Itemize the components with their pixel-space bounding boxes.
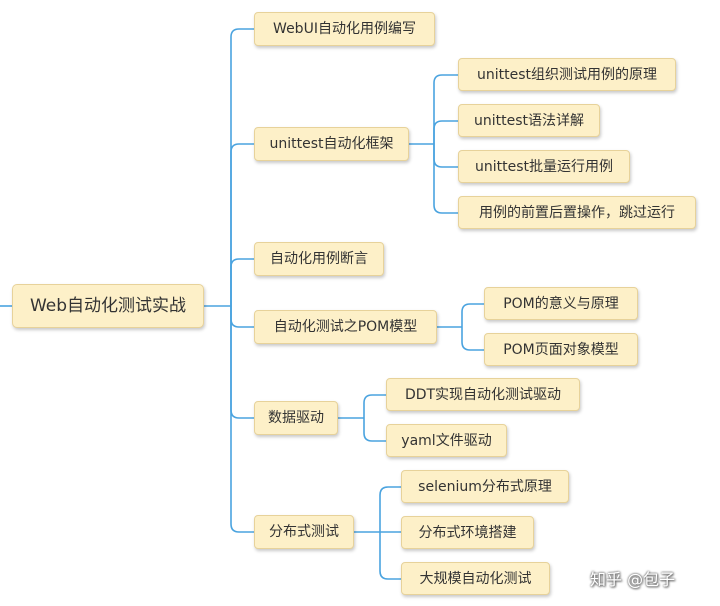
unittest-link-2 bbox=[433, 144, 458, 168]
root-link-2 bbox=[230, 258, 254, 306]
watermark-text: 知乎 @包子 bbox=[590, 570, 676, 589]
root-link-3 bbox=[230, 306, 254, 328]
distributed-link-0 bbox=[379, 486, 401, 532]
leaf-node-unittest-principle[interactable]: unittest组织测试用例的原理 bbox=[458, 58, 676, 91]
branch-node-assertion[interactable]: 自动化用例断言 bbox=[254, 242, 384, 276]
leaf-node-env-setup[interactable]: 分布式环境搭建 bbox=[401, 516, 534, 549]
leaf-node-ddt[interactable]: DDT实现自动化测试驱动 bbox=[386, 378, 580, 411]
data-driven-link-0 bbox=[363, 394, 386, 418]
root-link-0 bbox=[230, 28, 254, 306]
unittest-link-0 bbox=[433, 74, 458, 144]
pom-link-0 bbox=[461, 303, 484, 327]
distributed-link-2 bbox=[379, 532, 401, 580]
branch-node-webui[interactable]: WebUI自动化用例编写 bbox=[254, 12, 435, 46]
leaf-node-pom-principle[interactable]: POM的意义与原理 bbox=[484, 287, 638, 320]
leaf-node-pom-page-object[interactable]: POM页面对象模型 bbox=[484, 333, 638, 366]
root-link-5 bbox=[230, 306, 254, 533]
leaf-node-selenium-distributed[interactable]: selenium分布式原理 bbox=[401, 470, 569, 503]
root-link-4 bbox=[230, 306, 254, 419]
branch-node-distributed[interactable]: 分布式测试 bbox=[254, 515, 354, 549]
leaf-node-large-scale[interactable]: 大规模自动化测试 bbox=[401, 562, 550, 595]
leaf-node-unittest-syntax[interactable]: unittest语法详解 bbox=[458, 104, 600, 137]
branch-node-pom[interactable]: 自动化测试之POM模型 bbox=[254, 310, 437, 344]
leaf-node-yaml-driven[interactable]: yaml文件驱动 bbox=[386, 424, 507, 457]
leaf-node-setup-teardown-skip[interactable]: 用例的前置后置操作，跳过运行 bbox=[458, 196, 696, 229]
branch-node-data-driven[interactable]: 数据驱动 bbox=[254, 401, 338, 435]
root-link-1 bbox=[230, 143, 254, 306]
unittest-link-1 bbox=[433, 120, 458, 144]
root-node[interactable]: Web自动化测试实战 bbox=[12, 284, 204, 328]
leaf-node-unittest-batch[interactable]: unittest批量运行用例 bbox=[458, 150, 630, 183]
pom-link-1 bbox=[461, 327, 484, 351]
data-driven-link-1 bbox=[363, 418, 386, 442]
branch-node-unittest[interactable]: unittest自动化框架 bbox=[254, 127, 409, 161]
unittest-link-3 bbox=[433, 144, 458, 214]
